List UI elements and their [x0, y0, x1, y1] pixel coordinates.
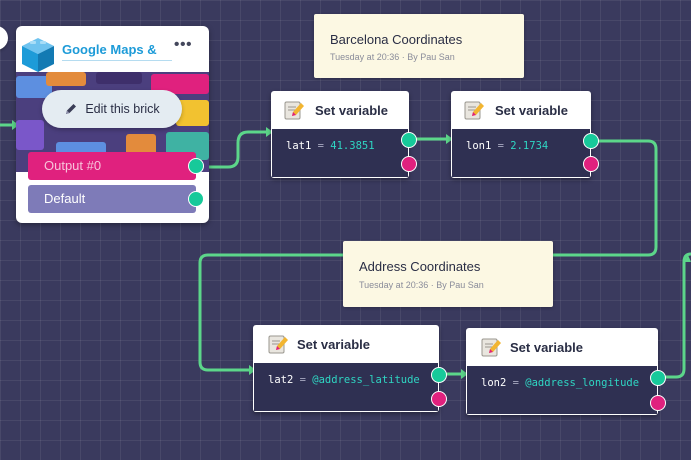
edit-brick-label: Edit this brick [85, 102, 160, 116]
variable-name: lat1 [286, 140, 312, 152]
node-header: Set variable [271, 91, 409, 129]
notepad-pencil-icon [464, 101, 484, 120]
success-connector[interactable] [583, 133, 599, 149]
error-connector[interactable] [650, 395, 666, 411]
equals-sign: = [317, 140, 324, 152]
node-header: Set variable [466, 328, 658, 366]
equals-sign: = [299, 374, 306, 386]
pencil-icon [66, 104, 77, 114]
default-connector[interactable] [188, 191, 204, 207]
node-header: Set variable [253, 325, 439, 363]
wire-arrow-icon [249, 365, 256, 375]
error-connector[interactable] [431, 391, 447, 407]
node-body: lon1 = 2.1734 [452, 129, 590, 177]
cube-logo-icon [22, 38, 54, 72]
node-header: Set variable [451, 91, 591, 129]
brick-title[interactable]: Google Maps & [62, 42, 172, 61]
node-title: Set variable [315, 103, 388, 118]
variable-name: lat2 [268, 374, 294, 386]
notepad-pencil-icon [268, 335, 288, 354]
note-meta: Tuesday at 20:36 · By Pau San [359, 280, 484, 290]
set-variable-node-lon1[interactable]: Set variable lon1 = 2.1734 [451, 91, 591, 178]
wire-arrow-icon [461, 369, 468, 379]
error-connector[interactable] [583, 156, 599, 172]
set-variable-node-lon2[interactable]: Set variable lon2 = @address_longitude [466, 328, 658, 415]
variable-value: @address_latitude [312, 374, 420, 386]
google-maps-brick[interactable]: Google Maps & ••• Edit this brick Output… [16, 26, 209, 223]
note-title: Barcelona Coordinates [330, 32, 463, 47]
equals-sign: = [512, 377, 519, 389]
note-barcelona-coordinates[interactable]: Barcelona Coordinates Tuesday at 20:36 ·… [314, 14, 524, 78]
output-0-port-label[interactable]: Output #0 [28, 152, 196, 180]
note-title: Address Coordinates [359, 259, 481, 274]
wire-lon2-out [663, 252, 691, 379]
success-connector[interactable] [431, 367, 447, 383]
note-meta: Tuesday at 20:36 · By Pau San [330, 52, 455, 62]
equals-sign: = [497, 140, 504, 152]
node-title: Set variable [510, 340, 583, 355]
output-0-connector[interactable] [188, 158, 204, 174]
error-connector[interactable] [401, 156, 417, 172]
variable-value: 2.1734 [510, 140, 549, 152]
node-title: Set variable [297, 337, 370, 352]
set-variable-node-lat1[interactable]: Set variable lat1 = 41.3851 [271, 91, 409, 178]
node-body: lat1 = 41.3851 [272, 129, 408, 177]
brick-header: Google Maps & ••• [16, 26, 209, 72]
node-body: lat2 = @address_latitude [254, 363, 438, 411]
wire-arrow-icon [684, 255, 691, 262]
edit-brick-button[interactable]: Edit this brick [42, 90, 182, 128]
set-variable-node-lat2[interactable]: Set variable lat2 = @address_latitude [253, 325, 439, 412]
variable-value: 41.3851 [330, 140, 375, 152]
wire-arrow-icon [12, 120, 19, 130]
canvas-control-button[interactable] [0, 26, 8, 50]
success-connector[interactable] [401, 132, 417, 148]
wire-brick-to-lat1 [201, 130, 268, 169]
more-options-icon[interactable]: ••• [173, 36, 193, 53]
notepad-pencil-icon [481, 338, 501, 357]
variable-name: lon1 [466, 140, 492, 152]
node-title: Set variable [495, 103, 568, 118]
variable-value: @address_longitude [525, 377, 640, 389]
wire-arrow-icon [446, 134, 453, 144]
node-body: lon2 = @address_longitude [467, 366, 657, 414]
success-connector[interactable] [650, 370, 666, 386]
note-address-coordinates[interactable]: Address Coordinates Tuesday at 20:36 · B… [343, 241, 553, 307]
notepad-pencil-icon [284, 101, 304, 120]
variable-name: lon2 [481, 377, 507, 389]
default-port-label[interactable]: Default [28, 185, 196, 213]
wire-arrow-icon [266, 127, 273, 137]
